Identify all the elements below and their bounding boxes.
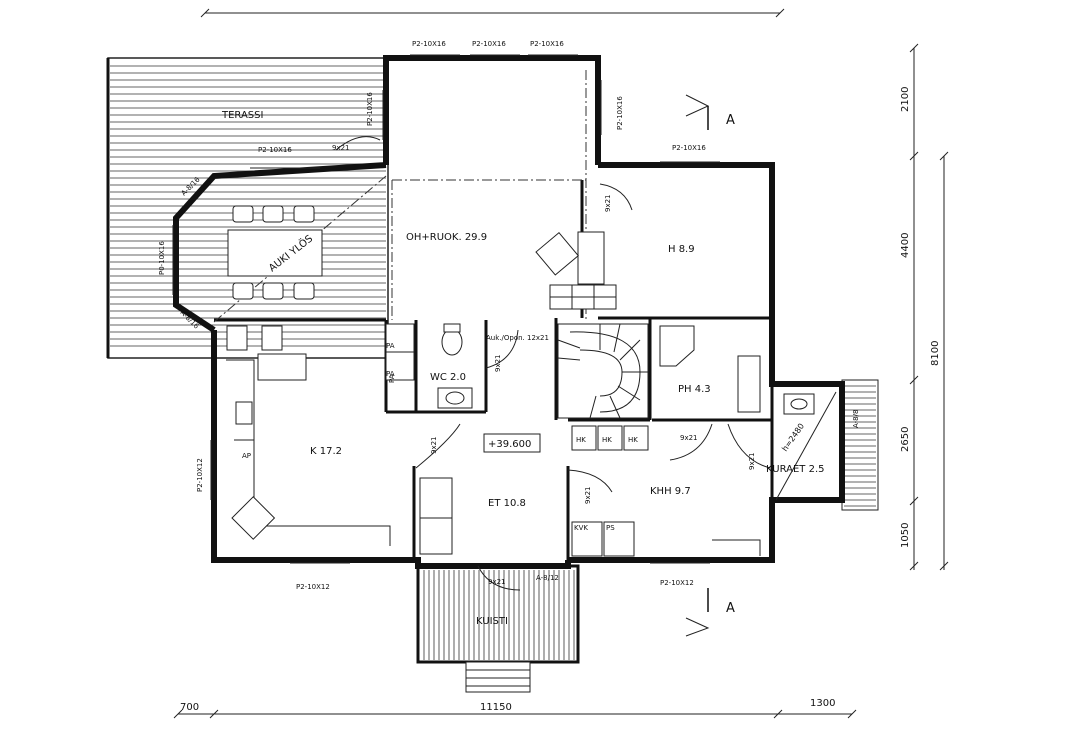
dim-right-4: 1050	[900, 523, 911, 548]
mark-drying-window: A-8/8	[852, 410, 860, 428]
room-label-drying: KURAET 2.5	[766, 464, 825, 475]
room-label-living-dining: OH+RUOK. 29.9	[406, 232, 487, 243]
top-dimension-line	[200, 8, 785, 18]
window-label-top-1: P2-10X16	[412, 40, 446, 48]
dining-set	[227, 205, 323, 300]
dim-bottom-right: 1300	[810, 698, 835, 709]
dim-bottom-main: 11150	[480, 702, 512, 713]
room-label-washroom: PH 4.3	[678, 384, 711, 395]
ceiling-height: h=2480	[780, 422, 806, 453]
mark-ps: PS	[606, 524, 615, 532]
staircase	[557, 323, 649, 419]
drying-room-fixtures	[775, 391, 837, 501]
mark-porch-window: A-8/12	[536, 574, 559, 582]
mark-hk-2: HK	[602, 436, 612, 444]
dim-bottom-left: 700	[180, 702, 199, 713]
utility-fixtures	[571, 521, 761, 557]
door-label-terrace: 9x21	[332, 144, 350, 152]
window-label-terrace-side: P2-10X16	[366, 92, 374, 126]
door-label-entrance: 9x21	[584, 486, 592, 504]
window-label-bedroom-right: P2-10X16	[616, 96, 624, 130]
exterior-walls	[173, 55, 845, 569]
window-label-kitchen-left: P2-10X12	[196, 458, 204, 492]
room-label-porch: KUISTI	[476, 616, 508, 627]
wardrobes	[571, 425, 649, 451]
right-dimension-lines	[909, 43, 949, 571]
washroom-fixtures	[659, 325, 761, 413]
dim-right-1: 2100	[900, 87, 911, 112]
room-label-entrance: ET 10.8	[488, 498, 526, 509]
elevation-mark: +39.600	[488, 439, 531, 450]
entrance-closets	[419, 477, 453, 555]
section-mark-bottom	[685, 588, 710, 637]
room-label-kitchen: K 17.2	[310, 446, 342, 457]
window-label-bay: P0-10X16	[158, 241, 166, 275]
side-deck	[841, 379, 879, 511]
section-mark-top	[685, 94, 710, 130]
dim-right-2: 4400	[900, 233, 911, 258]
room-label-wc: WC 2.0	[430, 372, 466, 383]
dim-right-3: 2650	[900, 427, 911, 452]
door-label-washroom: 9x21	[680, 434, 698, 442]
window-label-bedroom-top: P2-10X16	[672, 144, 706, 152]
window-marks	[172, 54, 720, 564]
door-label-stair-opening: Auk./Opon. 12x21	[486, 334, 549, 342]
door-label-porch: 9x21	[488, 578, 506, 586]
elevation-box	[483, 433, 541, 453]
fireplace	[535, 231, 617, 310]
window-label-bottom-left: P2-10X12	[296, 583, 330, 591]
mark-pa-3: PA	[388, 374, 396, 383]
door-label-kitchen: 9x21	[430, 436, 438, 454]
mark-hk-3: HK	[628, 436, 638, 444]
room-label-utility: KHH 9.7	[650, 486, 691, 497]
window-label-top-2: P2-10X16	[472, 40, 506, 48]
kitchen-fixtures	[226, 325, 391, 546]
window-label-terrace-bottom: P2-10X16	[258, 146, 292, 154]
door-label-bedroom: 9x21	[604, 194, 612, 212]
room-label-terrace: TERASSI	[221, 110, 263, 121]
door-label-drying: 9x21	[748, 452, 756, 470]
window-label-bottom-right: P2-10X12	[660, 579, 694, 587]
porch-deck	[416, 564, 580, 693]
wc-fixtures	[385, 323, 473, 409]
window-label-top-3: P2-10X16	[530, 40, 564, 48]
mark-hk-1: HK	[576, 436, 586, 444]
door-swings	[335, 136, 771, 591]
mark-pa-2: PA	[386, 370, 395, 378]
room-label-bedroom: H 8.9	[668, 244, 695, 255]
mark-ap: AP	[242, 452, 251, 460]
section-label-bottom: A	[726, 601, 735, 616]
bottom-dimension-line	[173, 709, 857, 719]
dim-right-total: 8100	[930, 341, 941, 366]
mark-kvk: KVK	[574, 524, 588, 532]
door-label-wc: 9x21	[494, 354, 502, 372]
mark-pa-1: PA	[386, 342, 395, 350]
section-label-top: A	[726, 113, 735, 128]
